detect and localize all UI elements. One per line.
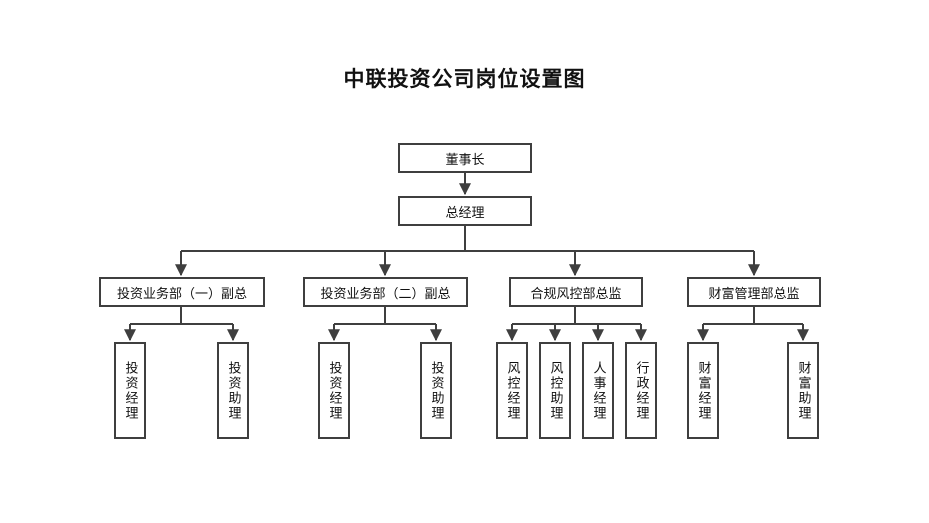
node-dept1-assistant: 投资助理	[217, 342, 249, 439]
node-hr-manager: 人事经理	[582, 342, 614, 439]
node-compliance-director: 合规风控部总监	[509, 277, 643, 307]
node-dept1-vp: 投资业务部（一）副总	[99, 277, 265, 307]
node-dept2-assistant: 投资助理	[420, 342, 452, 439]
node-admin-manager: 行政经理	[625, 342, 657, 439]
node-dept2-manager: 投资经理	[318, 342, 350, 439]
node-wealth-assistant: 财富助理	[787, 342, 819, 439]
node-dept1-manager: 投资经理	[114, 342, 146, 439]
node-general-manager: 总经理	[398, 196, 532, 226]
chart-title: 中联投资公司岗位设置图	[343, 67, 586, 91]
node-chairman: 董事长	[398, 143, 532, 173]
node-wealth-director: 财富管理部总监	[687, 277, 821, 307]
node-risk-manager: 风控经理	[496, 342, 528, 439]
node-risk-assistant: 风控助理	[539, 342, 571, 439]
node-dept2-vp: 投资业务部（二）副总	[303, 277, 468, 307]
node-wealth-manager: 财富经理	[687, 342, 719, 439]
